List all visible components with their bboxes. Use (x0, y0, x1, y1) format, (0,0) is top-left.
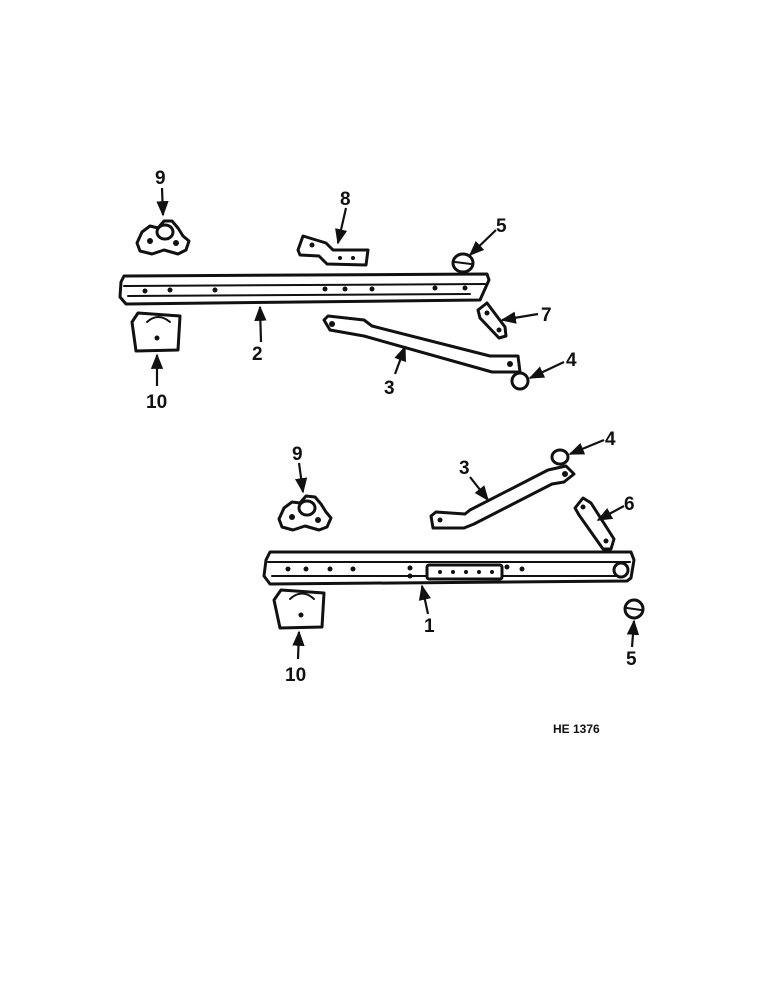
lower-label-3: 3 (459, 458, 470, 479)
upper-part-4-nut (510, 371, 530, 391)
lower-part-5-nut (623, 598, 645, 620)
lower-part-4-nut (550, 448, 570, 466)
upper-part-5-nut (451, 252, 475, 274)
upper-label-10: 10 (146, 392, 167, 413)
upper-part-2-channel (118, 272, 491, 306)
upper-label-3: 3 (384, 378, 395, 399)
upper-part-8-bracket (296, 234, 370, 267)
upper-leaders (150, 187, 565, 386)
lower-part-1-channel (262, 550, 636, 586)
upper-label-7: 7 (541, 305, 552, 326)
upper-assembly: 9 8 5 7 2 10 3 4 (118, 168, 577, 413)
upper-part-7-link (476, 301, 508, 340)
upper-part-10-bracket (130, 311, 182, 353)
lower-label-9: 9 (292, 444, 303, 465)
lower-part-3-brace (429, 464, 576, 530)
lower-part-10-bracket (272, 588, 326, 630)
upper-part-3-brace (322, 314, 522, 374)
upper-label-8: 8 (340, 189, 351, 210)
lower-part-6-link (573, 496, 616, 551)
upper-label-9: 9 (155, 168, 166, 189)
upper-part-9-clamp (135, 219, 191, 256)
upper-label-2: 2 (252, 344, 263, 365)
lower-label-5: 5 (626, 649, 637, 670)
upper-label-5: 5 (496, 216, 507, 237)
reference-code: HE 1376 (553, 722, 600, 736)
lower-part-9-clamp (277, 494, 333, 532)
upper-label-4: 4 (566, 350, 577, 371)
lower-label-1: 1 (424, 616, 435, 637)
lower-label-6: 6 (624, 494, 635, 515)
lower-assembly: 9 3 4 6 1 10 5 (262, 429, 645, 686)
lower-label-10: 10 (285, 665, 306, 686)
lower-label-4: 4 (605, 429, 616, 450)
lower-leaders (292, 438, 640, 660)
